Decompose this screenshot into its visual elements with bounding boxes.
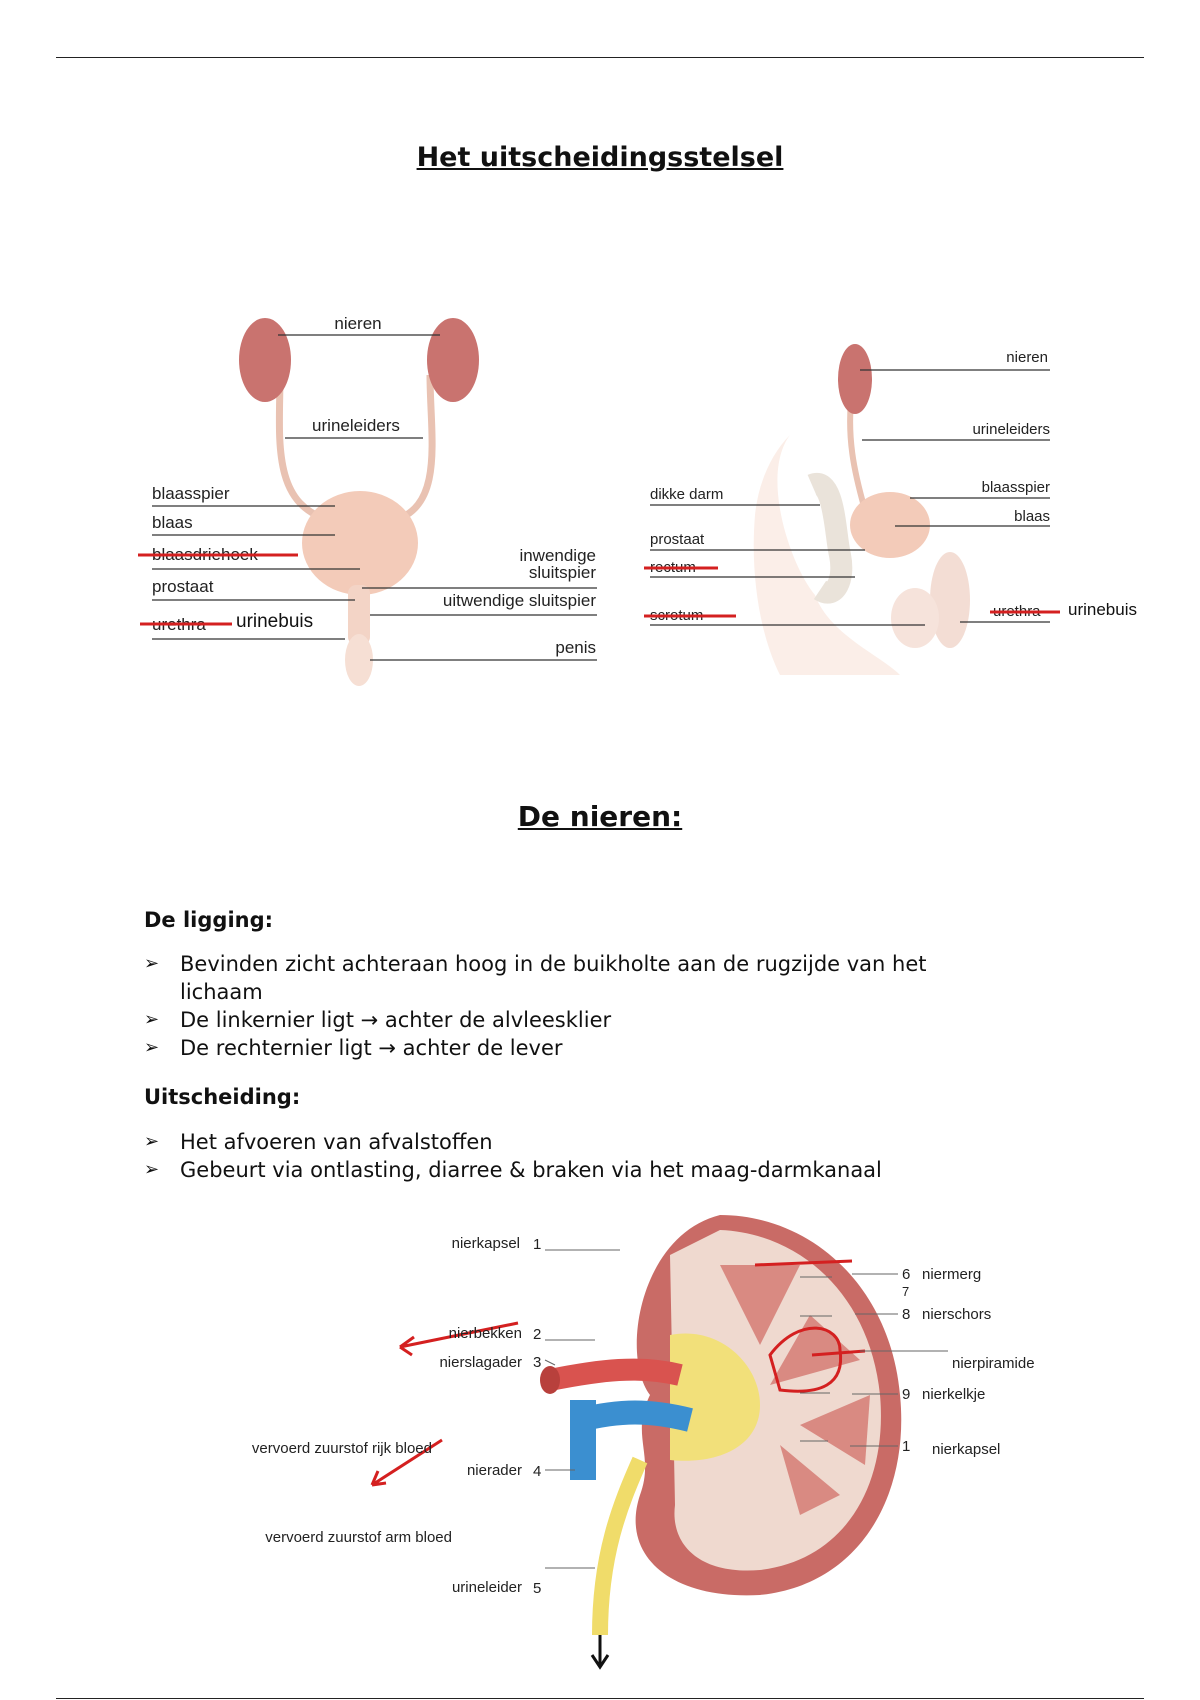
kidney-left-shape xyxy=(239,318,291,402)
list-item: ➢De linkernier ligt → achter de alvleesk… xyxy=(144,1006,1004,1034)
renal-vein xyxy=(580,1413,690,1421)
top-rule xyxy=(56,57,1144,58)
side-urinary-diagram: nieren urineleiders blaasspier blaas dik… xyxy=(640,335,1160,685)
side-label-blaasspier: blaasspier xyxy=(982,479,1050,496)
label-urineleiders: urineleiders xyxy=(312,416,400,435)
kidney-num-7: 7 xyxy=(902,1284,909,1299)
ureter-left xyxy=(279,375,330,520)
kidney-label-niermerg: niermerg xyxy=(922,1266,981,1283)
kidney-num-3: 3 xyxy=(533,1354,541,1371)
kidney-label-nierkelkje: nierkelkje xyxy=(922,1386,985,1403)
artery-end xyxy=(540,1366,560,1394)
list-item: ➢Gebeurt via ontlasting, diarree & brake… xyxy=(144,1156,1004,1184)
kidney-num-4: 4 xyxy=(533,1463,541,1480)
ligging-heading: De ligging: xyxy=(144,908,273,932)
kidney-label-nierslagader: nierslagader xyxy=(439,1354,522,1371)
arrow-bullet-icon: ➢ xyxy=(144,950,164,978)
ureter-right xyxy=(395,375,432,520)
kidney-label-nierpiramide: nierpiramide xyxy=(952,1355,1035,1372)
uitscheiding-heading: Uitscheiding: xyxy=(144,1085,300,1109)
list-item: ➢De rechternier ligt → achter de lever xyxy=(144,1034,1004,1062)
label-prostaat: prostaat xyxy=(152,577,214,596)
ureter-tube xyxy=(600,1460,640,1635)
side-label-urineleiders: urineleiders xyxy=(972,421,1050,438)
side-label-dikke-darm: dikke darm xyxy=(650,486,723,503)
side-penis-shape xyxy=(930,552,970,648)
kidney-cross-section-diagram: nierkapsel 1 nierbekken 2 nierslagader 3… xyxy=(200,1195,1100,1675)
kidney-num-6: 6 xyxy=(902,1266,910,1283)
kidney-label-nierbekken: nierbekken xyxy=(449,1325,522,1342)
vena-cava xyxy=(570,1400,596,1480)
label-blaasspier: blaasspier xyxy=(152,484,230,503)
arrow-bullet-icon: ➢ xyxy=(144,1034,164,1062)
ligging-list: ➢Bevinden zicht achteraan hoog in de bui… xyxy=(144,950,1004,1062)
kidney-num-5: 5 xyxy=(533,1580,541,1597)
kidney-label-urineleider: urineleider xyxy=(452,1579,522,1596)
bladder-shape xyxy=(302,491,418,595)
side-label-prostaat: prostaat xyxy=(650,531,705,548)
list-item: ➢Bevinden zicht achteraan hoog in de bui… xyxy=(144,950,1004,1006)
kidney-label-nierader: nierader xyxy=(467,1462,522,1479)
section-title: De nieren: xyxy=(0,800,1200,833)
label-blaas: blaas xyxy=(152,513,193,532)
side-scrotum-shape xyxy=(891,588,939,648)
page-title: Het uitscheidingsstelsel xyxy=(0,142,1200,173)
kidney-label-nierschors: nierschors xyxy=(922,1306,991,1323)
label-nieren: nieren xyxy=(334,314,381,333)
kidney-right-shape xyxy=(427,318,479,402)
kidney-label-zuurstofarm: vervoerd zuurstof arm bloed xyxy=(265,1529,452,1546)
label-uitwendige: uitwendige sluitspier xyxy=(443,591,596,610)
penis-shape xyxy=(345,634,373,686)
arrow-bullet-icon: ➢ xyxy=(144,1006,164,1034)
kidney-num-1: 1 xyxy=(533,1236,541,1253)
arrow-bullet-icon: ➢ xyxy=(144,1128,164,1156)
kidney-num-2: 2 xyxy=(533,1326,541,1343)
side-label-blaas: blaas xyxy=(1014,508,1050,525)
list-item: ➢Het afvoeren van afvalstoffen xyxy=(144,1128,1004,1156)
renal-artery xyxy=(550,1370,680,1380)
label-penis: penis xyxy=(555,638,596,657)
side-bladder-shape xyxy=(850,492,930,558)
bottom-rule xyxy=(56,1698,1144,1699)
label-urinebuis: urinebuis xyxy=(236,611,313,632)
label-sluitspier: sluitspier xyxy=(529,563,596,582)
kidney-label-nierkapsel-left: nierkapsel xyxy=(452,1235,520,1252)
colon-shape xyxy=(812,484,841,593)
front-urinary-diagram: nieren urineleiders blaasspier blaas bla… xyxy=(130,305,610,690)
kidney-label-zuurstofrijk: vervoerd zuurstof rijk bloed xyxy=(252,1440,432,1457)
arrow-bullet-icon: ➢ xyxy=(144,1156,164,1184)
side-kidney-shape xyxy=(838,344,872,414)
kidney-num-1b: 1 xyxy=(902,1438,910,1455)
flow-arrow-icon xyxy=(592,1635,608,1667)
kidney-num-8: 8 xyxy=(902,1306,910,1323)
side-label-nieren: nieren xyxy=(1006,349,1048,366)
kidney-label-nierkapsel-right: nierkapsel xyxy=(932,1441,1000,1458)
uitscheiding-list: ➢Het afvoeren van afvalstoffen ➢Gebeurt … xyxy=(144,1128,1004,1184)
kidney-num-9: 9 xyxy=(902,1386,910,1403)
side-label-urinebuis: urinebuis xyxy=(1068,600,1137,619)
